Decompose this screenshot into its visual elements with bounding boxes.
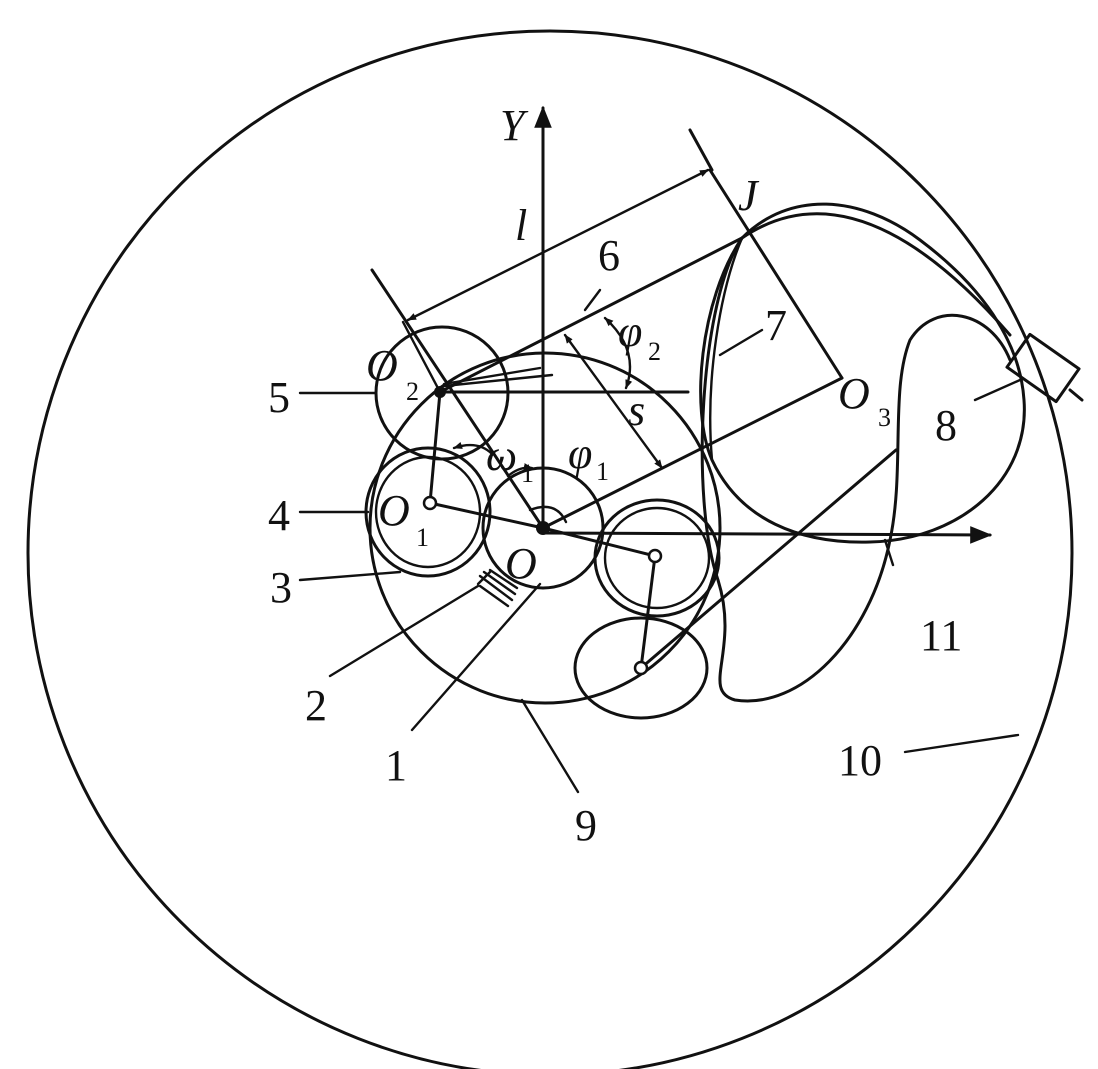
- pivot-o: [536, 521, 550, 535]
- label-point-o2-sub: 2: [406, 377, 419, 406]
- gear-bottom: [573, 616, 709, 720]
- link-o-right: [541, 526, 657, 558]
- diagonal-line: [370, 268, 545, 530]
- label-point-o1-sub: 1: [416, 523, 429, 552]
- label-point-o1: O: [378, 486, 410, 535]
- part-label-1: 1: [385, 741, 407, 790]
- pivot-bottom: [633, 660, 649, 676]
- label-symbol-omega1-sub: 1: [521, 459, 534, 488]
- link-o-o1: [428, 501, 545, 530]
- pivot-o2: [434, 386, 446, 398]
- curve-7: [700, 236, 1012, 703]
- label-symbol-phi1: φ: [568, 429, 592, 478]
- link-o1-o2: [428, 390, 442, 505]
- arc-phi2: [603, 316, 633, 390]
- gear-right-outer: [593, 498, 721, 618]
- label-point-o3: O: [838, 369, 870, 418]
- label-point-o3-sub: 3: [878, 403, 891, 432]
- curve-j-to-tool: [740, 212, 1012, 337]
- label-point-o: O: [505, 539, 537, 588]
- part-label-9: 9: [575, 801, 597, 850]
- part-label-8: 8: [935, 401, 957, 450]
- label-symbol-l: l: [515, 201, 527, 250]
- pivot-right: [647, 548, 663, 564]
- ground-hatch: [476, 568, 519, 608]
- link-right-bottom: [639, 554, 657, 670]
- part-label-10: 10: [838, 736, 882, 785]
- part-label-5: 5: [268, 373, 290, 422]
- label-point-o2: O: [366, 341, 398, 390]
- label-symbol-s: s: [628, 386, 645, 435]
- arc-omega1-b: [506, 463, 534, 478]
- curve-inner-j: [709, 236, 744, 462]
- arm-o-o3: [541, 376, 844, 530]
- part-label-11: 11: [920, 611, 962, 660]
- arc-phi1: [528, 505, 568, 524]
- part-label-3: 3: [270, 563, 292, 612]
- short-line-2: [442, 366, 542, 386]
- gear-right-inner: [603, 506, 711, 610]
- label-y-axis: Y: [500, 101, 529, 150]
- part-label-4: 4: [268, 491, 290, 540]
- line-j-o3: [708, 168, 844, 380]
- line-j-o3-upper: [688, 128, 714, 172]
- part-label-6: 6: [598, 231, 620, 280]
- carrier-circle: [368, 351, 722, 705]
- label-symbol-omega1: ω: [486, 431, 517, 480]
- outer-circle: [26, 29, 1074, 1069]
- short-line-1: [442, 373, 554, 388]
- dim-l-ext: [401, 320, 442, 394]
- curve-11: [699, 202, 1026, 544]
- leader-lines: [298, 288, 1022, 794]
- label-symbol-phi2: φ: [618, 307, 642, 356]
- label-point-j: J: [738, 171, 760, 220]
- pivot-o1: [422, 495, 438, 511]
- tool-8: [1005, 332, 1081, 404]
- part-label-7: 7: [765, 301, 787, 350]
- label-symbol-phi2-sub: 2: [648, 337, 661, 366]
- gear-o1-inner: [374, 455, 482, 569]
- part-label-2: 2: [305, 681, 327, 730]
- label-symbol-phi1-sub: 1: [596, 457, 609, 486]
- tool-stem: [1068, 388, 1084, 402]
- arm-bottom-diagonal: [639, 448, 898, 670]
- dim-s: [563, 333, 664, 470]
- dim-l: [406, 168, 710, 322]
- arc-omega1: [452, 442, 494, 456]
